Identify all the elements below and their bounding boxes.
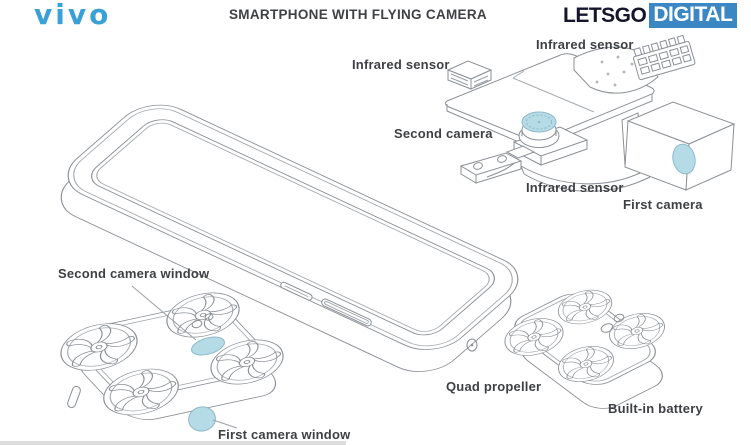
phone-side-buttons (280, 281, 372, 327)
label-infrared-sensor-bottom: Infrared sensor (526, 180, 624, 195)
letsgo-wordmark: LETSGO (563, 3, 647, 27)
phone-hinge-detail (466, 338, 478, 352)
second-camera-assembly (512, 111, 589, 166)
first-camera-lens (672, 143, 696, 175)
label-infrared-sensor-top: Infrared sensor (536, 37, 634, 52)
first-camera-assembly (621, 101, 736, 191)
label-quad-propeller: Quad propeller (446, 379, 542, 394)
label-first-camera: First camera (623, 197, 703, 212)
vivo-logo: vivo (34, 0, 112, 31)
page-title: SMARTPHONE WITH FLYING CAMERA (229, 7, 487, 22)
label-second-camera: Second camera (394, 126, 493, 141)
leader-line-first-camera-window (212, 419, 238, 429)
camera-module-illustration (444, 34, 736, 192)
label-infrared-sensor-left: Infrared sensor (352, 57, 450, 72)
infrared-sensor-block-left (446, 60, 493, 90)
phone-screen (91, 119, 495, 336)
drone-tray-illustration (500, 284, 669, 409)
first-camera-window-lens (188, 406, 216, 432)
phone-illustration (60, 104, 519, 372)
bottom-border-strip (0, 441, 346, 445)
second-camera-window-lens (191, 336, 225, 356)
label-built-in-battery: Built-in battery (608, 401, 703, 416)
leader-line-second-camera-window (131, 285, 197, 341)
label-second-camera-window: Second camera window (58, 266, 210, 281)
letsgodigital-logo: LETSGO DIGITAL (563, 3, 738, 28)
infrared-sensor-bracket (459, 145, 536, 184)
digital-badge: DIGITAL (649, 3, 738, 28)
drone-module-illustration (55, 285, 289, 432)
infrared-sensor-connector (632, 34, 696, 81)
label-first-camera-window: First camera window (218, 427, 351, 442)
